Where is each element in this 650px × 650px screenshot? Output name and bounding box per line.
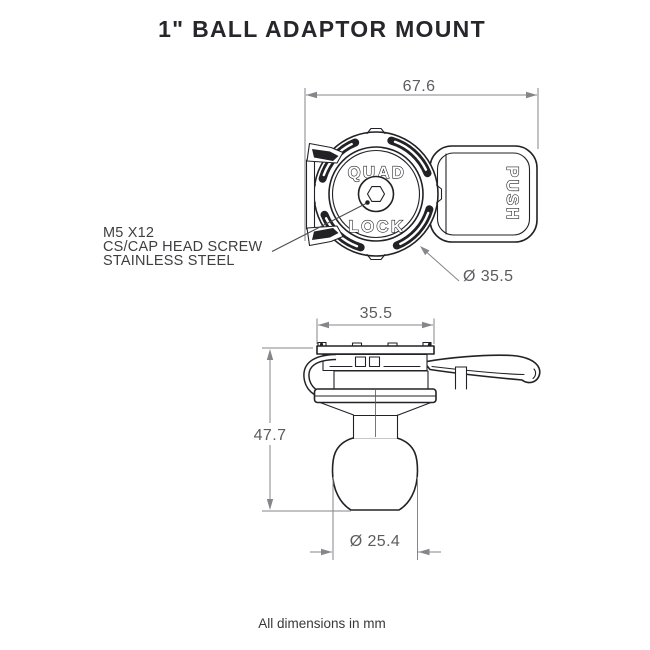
dim-overall-width-value: 67.6 (403, 78, 436, 95)
side-view: 35.5 (254, 305, 541, 560)
mount-body (313, 370, 437, 417)
dim-head-width: 35.5 (316, 305, 435, 344)
logo-quad: QUAD (348, 164, 407, 182)
page-title: 1" BALL ADAPTOR MOUNT (158, 16, 486, 42)
screw-note-line1: M5 X12 (103, 225, 154, 241)
dim-ball-diameter-value: Ø 25.4 (350, 533, 400, 550)
dim-head-diameter: Ø 35.5 (420, 246, 513, 285)
screw-note-line3: STAINLESS STEEL (103, 253, 235, 269)
ball-outline (331, 437, 419, 511)
push-label: PUSH (503, 166, 521, 222)
footer-note: All dimensions in mm (258, 616, 386, 631)
ball-and-stem (331, 390, 419, 511)
clip-tabs (305, 142, 344, 247)
screw-note-line2: CS/CAP HEAD SCREW (103, 239, 263, 255)
top-view: 67.6 PUSH (103, 78, 539, 285)
mechanism-layer (322, 353, 428, 372)
dim-ball-diameter: Ø 25.4 (310, 477, 441, 560)
side-lever (423, 354, 541, 390)
dim-overall-height: 47.7 (254, 347, 351, 512)
dim-overall-height-value: 47.7 (254, 427, 287, 444)
logo-lock: LOCK (349, 218, 406, 236)
top-plate (316, 341, 435, 355)
hex-socket (366, 186, 386, 202)
dim-head-diameter-value: Ø 35.5 (463, 268, 513, 285)
leader-dot (365, 200, 370, 205)
lever-top-view: PUSH (429, 145, 538, 243)
screw-note: M5 X12 CS/CAP HEAD SCREW STAINLESS STEEL (103, 200, 370, 269)
dim-overall-width: 67.6 (304, 78, 539, 241)
dim-head-width-value: 35.5 (360, 305, 393, 322)
